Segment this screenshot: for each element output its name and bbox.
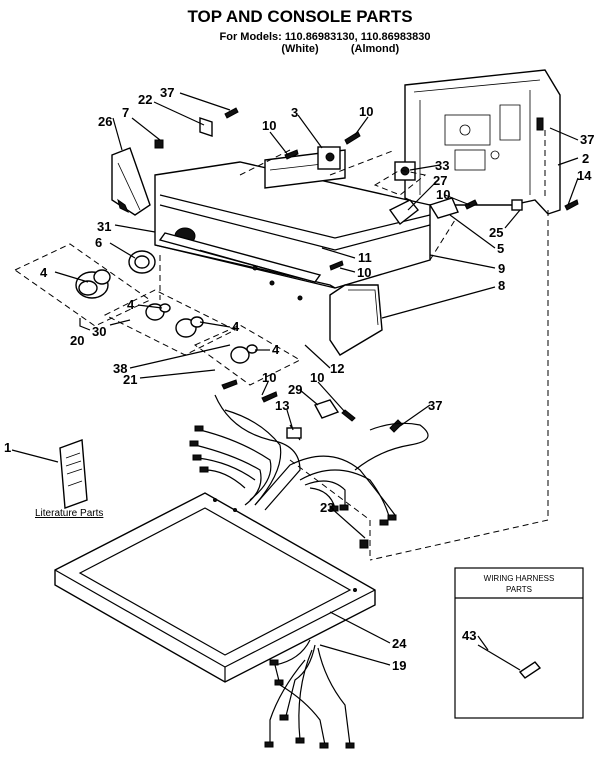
callout-24: 24 [392,636,407,651]
callout-33: 33 [435,158,449,173]
callout-30: 30 [92,324,106,339]
literature-parts-label: Literature Parts [35,508,103,519]
callout-4a: 4 [40,265,48,280]
callout-7: 7 [122,105,129,120]
callout-19: 19 [392,658,406,673]
callout-25: 25 [489,225,503,240]
bracket-22 [154,117,213,149]
dryer-top-panel [54,492,376,683]
callout-38: 38 [113,361,127,376]
callout-37: 37 [160,85,174,100]
callout-4c: 4 [232,319,240,334]
callout-27: 27 [433,173,447,188]
knob-group-left [14,243,156,327]
switch-33 [373,161,427,196]
callout-6: 6 [95,235,102,250]
callout-4d: 4 [272,342,280,357]
literature-booklet: Literature Parts [35,439,103,519]
rear-console-panel [404,69,561,215]
callout-8: 8 [498,278,505,293]
callout-5: 5 [497,241,504,256]
callout-22: 22 [138,92,152,107]
callout-10c: 10 [436,187,450,202]
callout-26: 26 [98,114,112,129]
callout-4b: 4 [127,297,135,312]
diagram-title: TOP AND CONSOLE PARTS [187,7,412,26]
callout-11: 11 [358,250,372,265]
callout-13: 13 [275,398,289,413]
callout-2: 2 [582,151,589,166]
wiring-harness-parts-box: WIRING HARNESS PARTS [454,567,584,719]
callout-10e: 10 [262,370,276,385]
end-cap [329,284,383,356]
callout-14: 14 [577,168,592,183]
callout-10b: 10 [359,104,373,119]
callout-31: 31 [97,219,111,234]
timer-assembly [264,146,346,189]
callout-numbers: 37 22 7 26 3 10 10 37 2 14 33 27 10 25 5… [4,85,594,673]
callout-43: 43 [462,628,476,643]
models-line: For Models: 110.86983130, 110.86983830 [220,31,431,43]
callout-29: 29 [288,382,302,397]
callout-37b: 37 [580,132,594,147]
variant-white: (White) [281,43,319,55]
callout-12: 12 [330,361,344,376]
callout-10d: 10 [357,265,371,280]
callout-23: 23 [320,500,334,515]
screws [221,107,579,433]
callout-10f: 10 [310,370,324,385]
leader-lines [11,92,579,666]
knob-group-middle [103,289,237,356]
console-control-strip [158,232,322,283]
callout-10a: 10 [262,118,276,133]
callout-3: 3 [291,105,298,120]
callout-9: 9 [498,261,505,276]
left-end-cap [111,147,151,216]
wiring-harness [189,394,429,549]
callout-1: 1 [4,440,11,455]
callout-21: 21 [123,372,137,387]
harness-box-title-2: PARTS [506,585,532,594]
callout-37c: 37 [428,398,442,413]
callout-20: 20 [70,333,84,348]
lower-harness [264,639,355,749]
assembly-lines [159,130,549,561]
knob-group-right [194,324,302,386]
harness-box-title-1: WIRING HARNESS [484,574,555,583]
variant-almond: (Almond) [351,43,400,55]
switch-5 [388,197,459,226]
